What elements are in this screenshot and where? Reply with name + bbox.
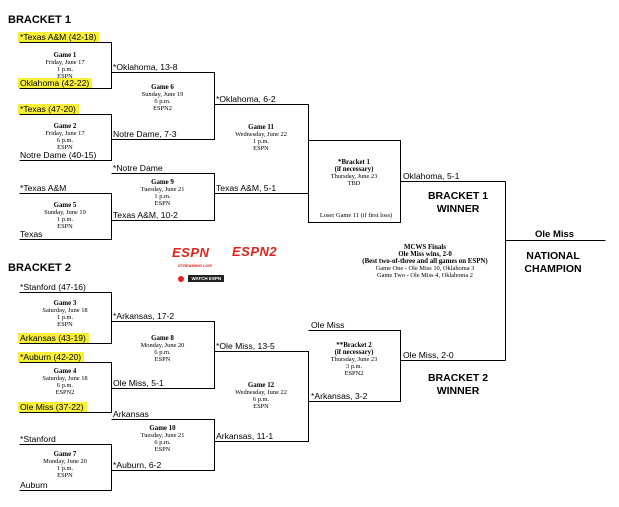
- r2-arkansas-game10: Arkansas: [113, 409, 149, 419]
- team-oklahoma-seed: Oklahoma (42-22): [18, 78, 93, 88]
- team-texas-am-seed: *Texas A&M (42-18): [18, 32, 100, 42]
- team-stanford-game7: *Stanford: [20, 434, 56, 444]
- r4-arkansas: *Arkansas, 3-2: [311, 391, 368, 401]
- watch-espn-label: WATCH ESPN: [188, 275, 225, 283]
- r3-arkansas: Arkansas, 11-1: [216, 431, 274, 441]
- team-texas-am-game5: *Texas A&M: [20, 183, 67, 193]
- r3-texas-am: Texas A&M, 5-1: [216, 183, 277, 193]
- bracket-1-winner-team: Oklahoma, 5-1: [403, 171, 460, 181]
- bracket-2-title: BRACKET 2: [8, 262, 71, 274]
- r2-oklahoma: *Oklahoma, 13-8: [113, 62, 178, 72]
- team-notre-dame-seed: Notre Dame (40-15): [20, 150, 97, 160]
- team-texas-seed: *Texas (47-20): [18, 104, 79, 114]
- bracket-1-final-info: *Bracket 1(if necessary)Thursday, June 2…: [330, 159, 378, 187]
- r2-auburn: *Auburn, 6-2: [113, 460, 162, 470]
- team-auburn-seed: *Auburn (42-20): [18, 352, 85, 362]
- streaming-live-label: STREAMING LIVE: [178, 263, 213, 268]
- r2-arkansas: *Arkansas, 17-2: [113, 311, 175, 321]
- r3-ole-miss: *Ole Miss, 13-5: [216, 341, 275, 351]
- team-ole-miss-seed: Ole Miss (37-22): [18, 402, 87, 412]
- team-auburn-game7: Auburn: [20, 480, 48, 490]
- bracket-2-final-info: **Bracket 2(if necessary)Thursday, June …: [330, 342, 378, 377]
- team-texas-game5: Texas: [20, 229, 43, 239]
- watch-espn-logo: WATCH ESPN: [178, 270, 225, 288]
- r2-notre-dame-game9: *Notre Dame: [113, 163, 163, 173]
- r2-ole-miss: Ole Miss, 5-1: [113, 378, 164, 388]
- team-stanford-seed: *Stanford (47-16): [20, 282, 86, 292]
- r3-oklahoma: *Oklahoma, 6-2: [216, 94, 276, 104]
- bracket-1-title: BRACKET 1: [8, 14, 71, 26]
- espn-logo: ESPN: [172, 245, 210, 260]
- watch-dot-icon: [178, 275, 184, 282]
- bracket-2-winner-team: Ole Miss, 2-0: [403, 350, 454, 360]
- r4-ole-miss: Ole Miss: [311, 320, 345, 330]
- espn2-logo: ESPN2: [232, 244, 278, 259]
- champion-team: Ole Miss: [535, 229, 575, 240]
- r2-notre-dame: Notre Dame, 7-3: [113, 129, 177, 139]
- loser-note: Loser Game 11 (if first loss): [319, 212, 393, 219]
- team-arkansas-seed: Arkansas (43-19): [18, 333, 89, 343]
- r2-texas-am: Texas A&M, 10-2: [113, 210, 178, 220]
